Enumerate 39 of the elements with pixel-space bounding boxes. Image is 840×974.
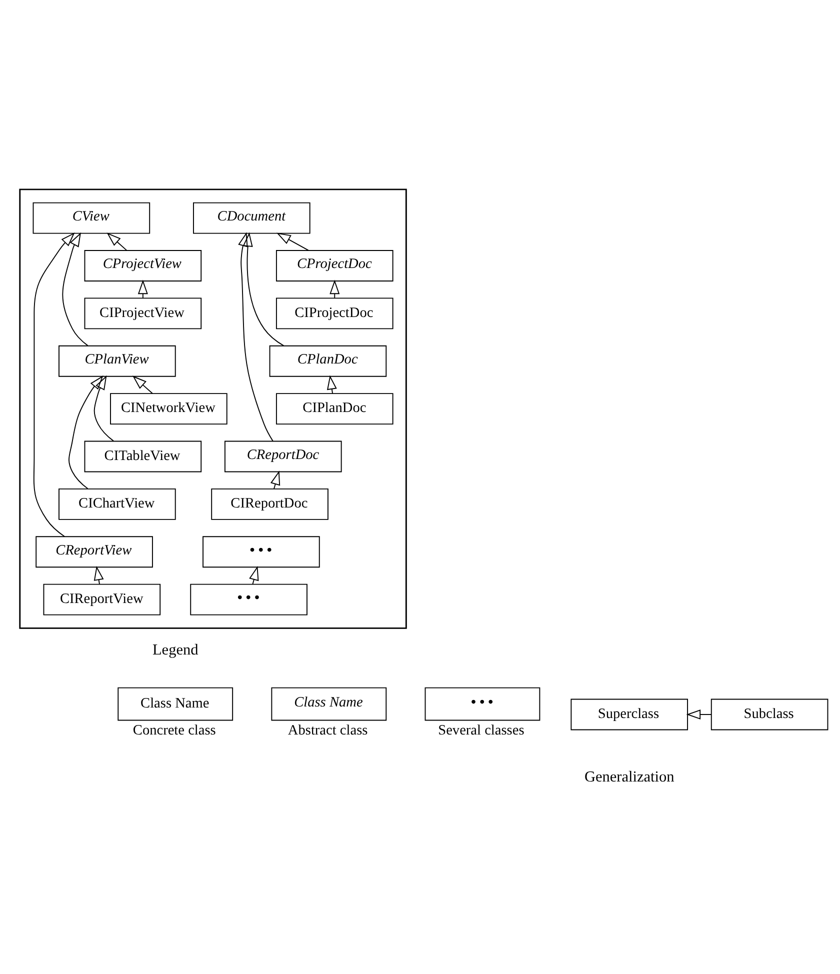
node-box: CIPlanDoc (276, 392, 394, 424)
node-box: CReportDoc (224, 440, 342, 472)
arrow (686, 708, 712, 720)
arrow (132, 375, 153, 394)
node-box: CDocument (193, 202, 310, 234)
node-box: Class Name (118, 686, 234, 720)
node-box: CIChartView (58, 488, 176, 520)
arrow (138, 279, 148, 298)
node-box: CINetworkView (110, 392, 228, 424)
node-box: • • • (202, 536, 320, 568)
node-label: Several classes (438, 722, 524, 738)
arrow (270, 470, 280, 489)
arrow (276, 232, 309, 250)
node-box: CProjectDoc (276, 250, 394, 281)
node-box: CITableView (84, 440, 202, 472)
arrow (238, 232, 274, 442)
arrow (326, 374, 337, 394)
arrow (242, 232, 284, 346)
node-box: • • • (424, 686, 540, 720)
node-box: Superclass (570, 698, 688, 730)
label: Generalization (584, 768, 674, 786)
node-box: • • • (190, 583, 308, 615)
cluster (19, 188, 407, 628)
node-box: CView (32, 202, 150, 234)
label: Legend (152, 641, 198, 658)
node-box: CProjectView (84, 250, 202, 281)
node-box: CPlanView (58, 344, 176, 376)
node-box: CIReportDoc (211, 488, 328, 520)
node-label: Abstract class (288, 722, 368, 738)
node-box: CIProjectDoc (276, 297, 394, 329)
node-box: Subclass (710, 698, 828, 730)
node-box: CPlanDoc (269, 344, 387, 376)
node-label: Concrete class (132, 722, 216, 738)
node-box: CIProjectView (84, 297, 202, 329)
node-box: Class Name (271, 686, 387, 720)
arrow (330, 279, 340, 298)
arrow (106, 232, 128, 250)
node-box: CReportView (36, 536, 153, 568)
node-box: CIReportView (43, 583, 161, 615)
